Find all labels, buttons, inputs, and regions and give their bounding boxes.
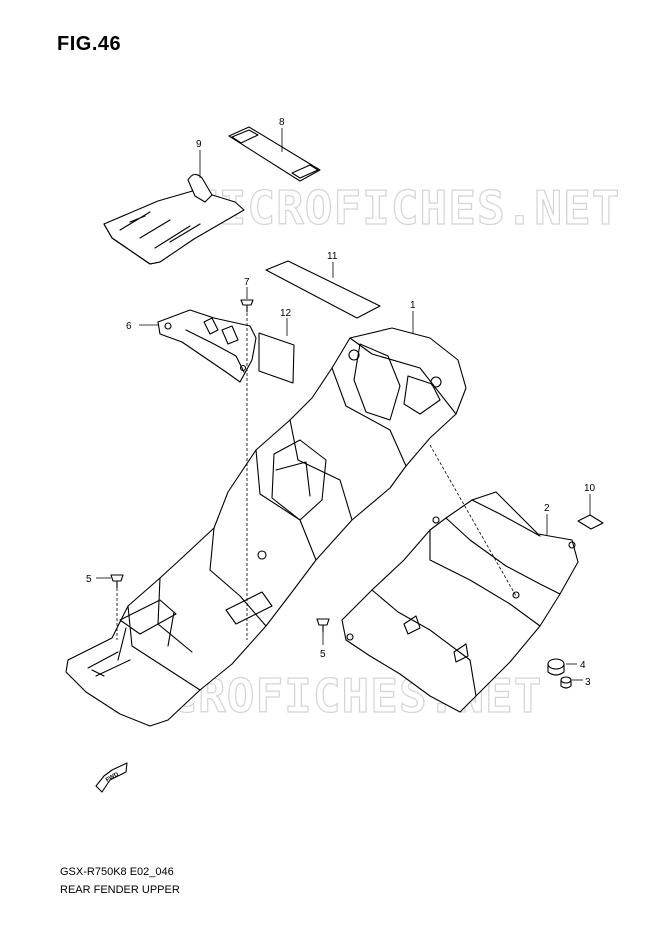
callout-7: 7 [244,277,250,288]
watermark-top: MICROFICHES.NET [190,181,620,235]
callout-12: 12 [280,308,292,319]
callout-5-left: 5 [86,574,92,585]
figure-title: FIG.46 [57,33,122,55]
leader-lines [96,128,591,681]
fwd-arrow-icon [95,762,128,793]
model-code: GSX-R750K8 E02_046 [60,866,174,878]
callout-11: 11 [327,251,338,262]
callout-4: 4 [580,660,586,671]
part-8-strap [228,126,321,182]
part-3-collar [560,676,572,689]
part-6-bracket [157,309,257,383]
part-11-sheet [265,260,381,319]
callout-9: 9 [196,139,202,150]
part-12-pad [258,332,295,384]
part-7-screw [240,299,254,313]
part-9-bag [103,173,245,265]
callout-3: 3 [585,677,591,688]
part-1-rear-fender [65,327,467,727]
part-10-pad [577,514,604,530]
callout-6: 6 [126,321,132,332]
part-2-side-cover [341,491,579,713]
callout-2: 2 [544,503,550,514]
callout-8: 8 [279,117,285,128]
callout-10: 10 [584,483,596,494]
part-5-bolt-left [110,574,124,589]
callout-5-lower: 5 [320,649,326,660]
part-5-bolt-lower [316,618,330,633]
callout-1: 1 [410,300,416,311]
part-4-grommet [547,658,565,676]
section-name: REAR FENDER UPPER [60,884,180,896]
